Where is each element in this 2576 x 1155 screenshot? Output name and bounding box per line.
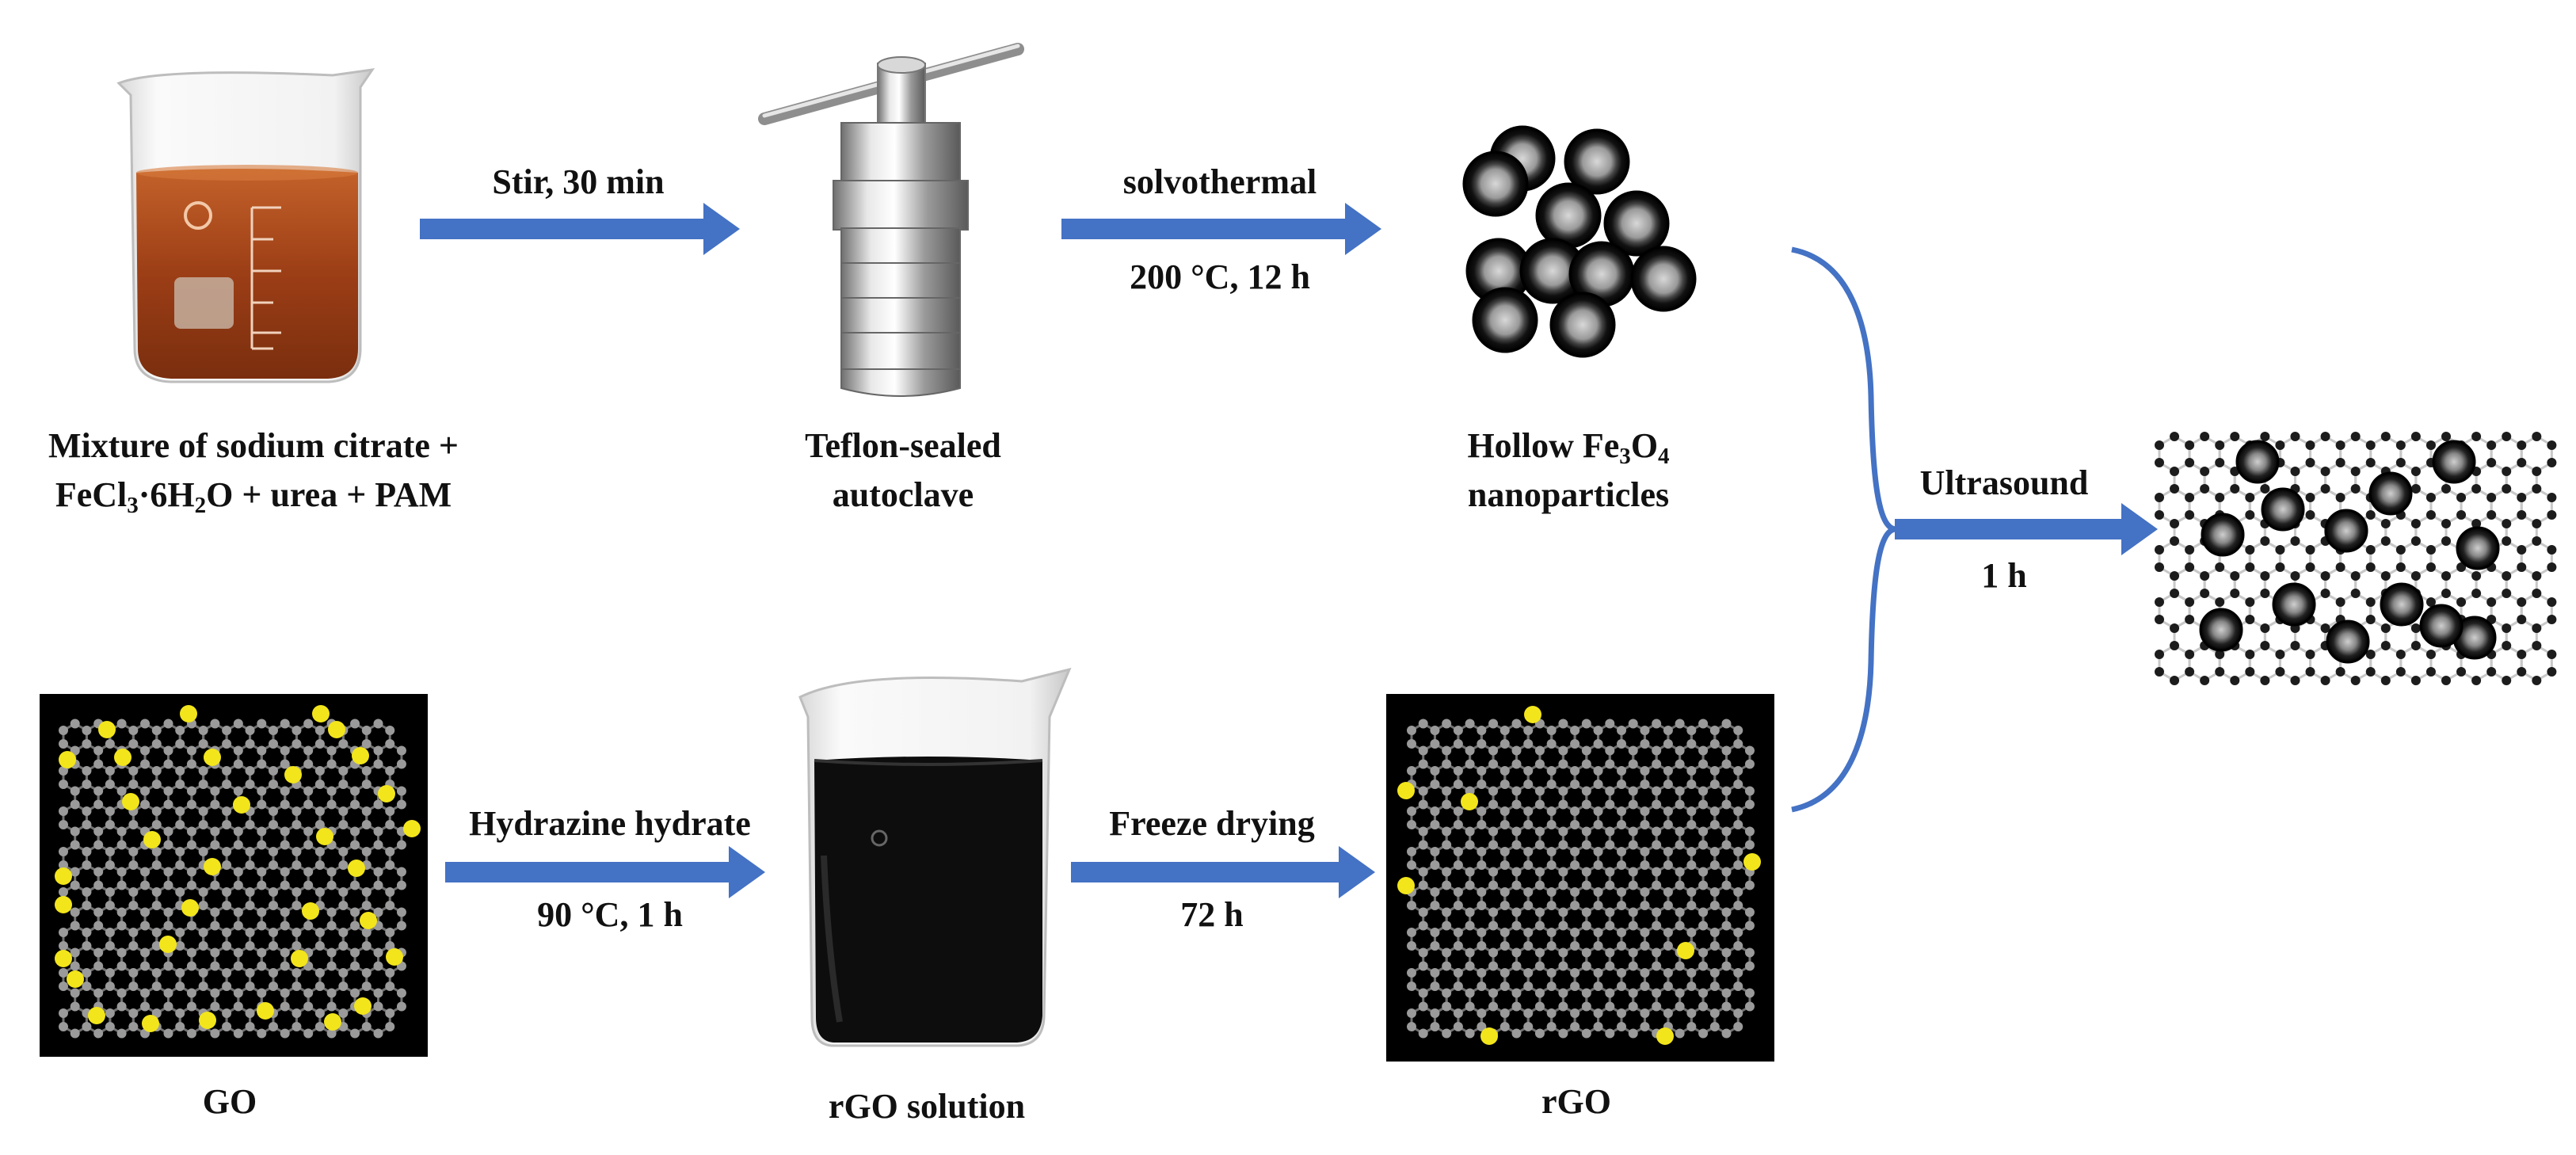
oxygen-atom [284, 766, 302, 783]
merge-bracket [1791, 246, 1896, 813]
oxygen-atom [386, 948, 403, 966]
oxygen-atom [159, 936, 177, 953]
fe3o4-particle [2326, 619, 2370, 664]
hollow-sphere [1630, 246, 1697, 312]
oxygen-atom [378, 785, 395, 802]
ultrasound-time: 1 h [1981, 556, 2027, 595]
go-label: GO [202, 1082, 257, 1121]
hollow-sphere-cluster-icon [1462, 125, 1697, 358]
oxygen-atom [55, 950, 72, 967]
hollow-sphere [1564, 128, 1630, 195]
fe3o4-particle [2272, 582, 2316, 627]
oxygen-atom [257, 1002, 274, 1020]
fe3o4-particle [2419, 604, 2464, 648]
oxygen-atom [403, 820, 421, 837]
autoclave-label-line2: autoclave [832, 475, 974, 514]
fe3o4-particle [2456, 526, 2500, 570]
freeze-time: 72 h [1180, 895, 1244, 934]
oxygen-atom [59, 751, 76, 768]
oxygen-atom [1397, 782, 1415, 799]
autoclave-icon [758, 43, 1024, 397]
oxygen-atom [1397, 877, 1415, 894]
oxygen-atom [55, 867, 72, 885]
beaker-dark-icon [798, 667, 1072, 1047]
oxygen-atom [354, 997, 372, 1015]
oxygen-atom [204, 749, 221, 766]
oxygen-atom [180, 705, 197, 722]
fe3o4-particle [2201, 513, 2245, 557]
rgo-solution-label: rGO solution [828, 1087, 1026, 1126]
fe3o4-particle [2380, 582, 2424, 627]
oxygen-atom [122, 793, 139, 810]
freeze-condition: Freeze drying [1109, 804, 1315, 843]
oxygen-atom [181, 899, 199, 917]
rgo-lattice-icon [1386, 694, 1774, 1062]
oxygen-atom [88, 1007, 105, 1024]
oxygen-atom [1656, 1027, 1674, 1045]
solvothermal-temp: 200 °C, 12 h [1130, 257, 1310, 296]
arrow-stir [420, 203, 740, 255]
oxygen-atom [324, 1013, 341, 1031]
oxygen-atom [291, 950, 308, 967]
oxygen-atom [1743, 853, 1761, 871]
mixture-label-line2: FeCl3·6H2O + urea + PAM [55, 475, 452, 519]
hollow-label-line1: Hollow Fe3O4 [1467, 426, 1670, 470]
hollow-sphere [1472, 287, 1538, 353]
oxygen-atom [114, 749, 131, 766]
oxygen-atom [352, 747, 369, 764]
oxygen-atom [302, 902, 319, 920]
arrow-solvothermal [1061, 203, 1381, 255]
hollow-sphere [1535, 182, 1602, 249]
stir-condition: Stir, 30 min [492, 162, 665, 201]
oxygen-atom [1461, 793, 1478, 810]
oxygen-atom [199, 1012, 216, 1029]
ultrasound-condition: Ultrasound [1919, 463, 2089, 502]
composite-icon [2155, 432, 2557, 685]
oxygen-atom [312, 705, 330, 722]
arrow-freeze [1071, 846, 1375, 898]
oxygen-atom [143, 831, 161, 848]
hydrazine-condition: Hydrazine hydrate [469, 804, 751, 843]
oxygen-atom [328, 721, 345, 738]
oxygen-atom [233, 796, 250, 814]
rgo-label: rGO [1541, 1082, 1611, 1121]
fe3o4-particle [2368, 471, 2413, 516]
hydrazine-temp: 90 °C, 1 h [537, 895, 683, 934]
mixture-label: Mixture of sodium citrate + FeCl3·6H2O +… [0, 421, 507, 520]
oxygen-atom [316, 828, 333, 845]
solvothermal-condition: solvothermal [1122, 162, 1317, 201]
fe3o4-particle [2261, 487, 2305, 532]
oxygen-atom [1480, 1027, 1498, 1045]
oxygen-atom [1677, 942, 1694, 959]
hollow-label: Hollow Fe3O4 nanoparticles [1362, 421, 1774, 520]
beaker-orange-icon [116, 68, 375, 383]
oxygen-atom [1524, 706, 1541, 723]
oxygen-atom [67, 970, 84, 988]
hollow-sphere [1549, 292, 1616, 358]
go-lattice-icon [40, 694, 428, 1057]
oxygen-atom [55, 896, 72, 913]
oxygen-atom [142, 1015, 159, 1032]
fe3o4-particle [2199, 608, 2243, 652]
fe3o4-particle [2324, 509, 2368, 553]
autoclave-label-line1: Teflon-sealed [805, 426, 1001, 465]
mixture-label-line1: Mixture of sodium citrate + [48, 426, 459, 465]
arrow-ultrasound [1895, 503, 2158, 555]
autoclave-label: Teflon-sealed autoclave [713, 421, 1093, 520]
oxygen-atom [360, 912, 377, 929]
oxygen-atom [204, 858, 221, 875]
oxygen-atom [98, 721, 116, 738]
hollow-sphere [1462, 151, 1529, 217]
arrow-hydrazine [445, 846, 765, 898]
hollow-label-line2: nanoparticles [1467, 475, 1670, 514]
fe3o4-particle [2432, 440, 2476, 484]
fe3o4-particle [2235, 440, 2280, 484]
oxygen-atom [348, 860, 365, 877]
hollow-sphere [1603, 190, 1670, 257]
